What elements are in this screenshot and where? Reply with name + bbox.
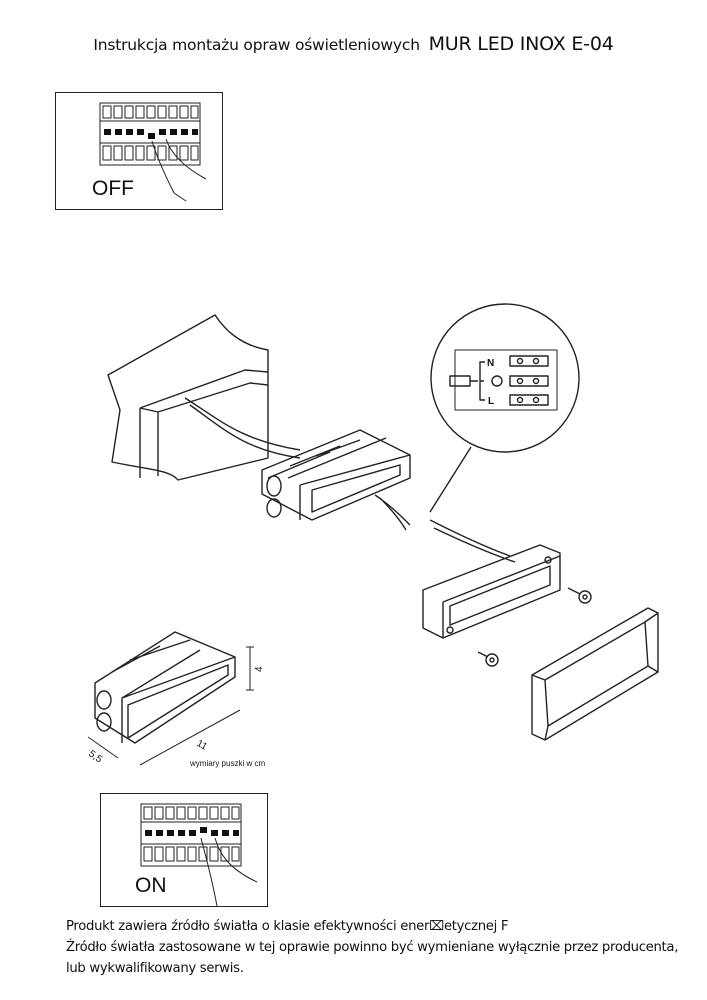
model-name: MUR LED INOX E-04 [428,33,614,55]
off-label: OFF [92,177,134,200]
mounting-box-illustration [261,429,411,531]
dimensions-caption: wymiary puszki w cm [189,759,265,768]
energy-class-note: Produkt zawiera źródło światła o klasie … [66,919,509,934]
breaker-switch-off-illustration [99,102,207,202]
dimension-length: 11 [195,738,210,753]
cover-frame-illustration [531,607,659,741]
wall-cutout-illustration [107,314,301,481]
live-label: L [488,396,494,407]
breaker-on-panel: ON [100,793,268,907]
title-text: Instrukcja montażu opraw oświetleniowych [93,36,420,54]
installation-diagram: N L 4 11 5,5 wymiary puszki w cm [86,303,659,768]
replacement-note: Źródło światła zastosowane w tej oprawie… [66,940,679,955]
product-notice: Produkt zawiera źródło światła o klasie … [66,916,678,979]
breaker-off-panel: OFF [55,92,223,210]
replacement-note-cont: lub wykwalifikowany serwis. [66,961,244,976]
on-label: ON [135,874,167,897]
box-dimensions-illustration [87,631,254,766]
screw-illustration [477,587,592,667]
wiring-detail-callout [429,303,580,513]
page-title: Instrukcja montażu opraw oświetleniowych… [0,33,707,55]
light-fixture-illustration [422,519,561,639]
breaker-switch-on-illustration [140,803,258,907]
neutral-label: N [487,358,494,369]
dimension-depth: 5,5 [86,748,104,765]
dimension-height: 4 [254,666,265,672]
